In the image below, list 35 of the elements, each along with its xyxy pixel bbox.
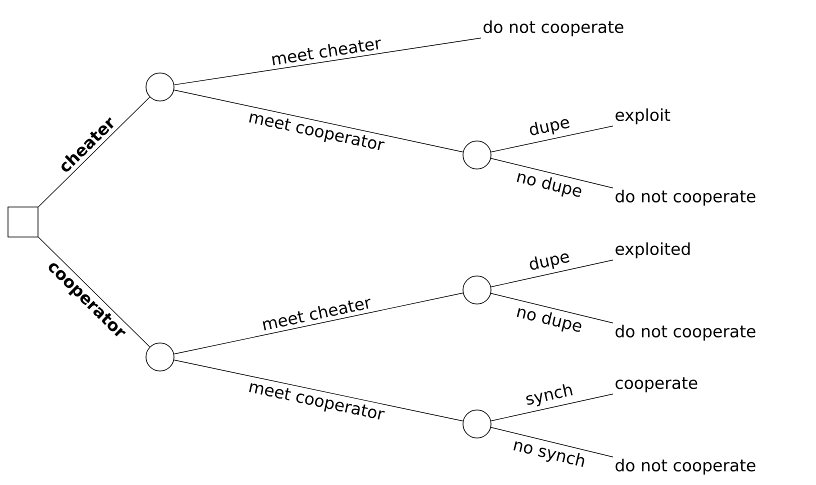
outcome-label: exploit <box>616 108 670 124</box>
edge-label: synch <box>526 384 573 406</box>
branch-line <box>490 158 614 188</box>
edge-label: meet cooperator <box>249 113 385 150</box>
chance-circle <box>462 410 492 438</box>
edge-label: no dupe <box>516 173 582 197</box>
edge-label: no dupe <box>516 308 582 332</box>
edge-label: meet cheater <box>272 40 381 66</box>
branch-line <box>490 394 614 422</box>
edge-label: meet cooperator <box>249 383 385 420</box>
outcome-label: exploited <box>616 242 690 258</box>
outcome-label: do not cooperate <box>616 324 756 341</box>
edge-label: dupe <box>530 253 570 270</box>
branch-line <box>174 38 482 86</box>
branch-line <box>490 126 614 152</box>
branch-line <box>490 293 614 324</box>
outcome-label: do not cooperate <box>616 458 756 475</box>
square-node <box>8 206 38 238</box>
outcome-label: cooperate <box>616 377 698 392</box>
edge-label: dupe <box>530 119 570 136</box>
branch-line <box>490 427 614 458</box>
branch-line <box>174 90 464 152</box>
outcome-label: do not cooperate <box>484 20 624 36</box>
edge-label: meet cheater <box>262 298 370 330</box>
chance-circle <box>462 140 492 170</box>
branch-line <box>38 236 150 348</box>
edge-label: no synch <box>514 441 584 467</box>
outcome-label: do not cooperate <box>616 190 756 206</box>
chance-circle <box>146 342 174 372</box>
branch-line <box>174 292 464 354</box>
chance-circle <box>146 72 174 102</box>
chance-circle <box>462 276 492 304</box>
branch-line <box>38 96 150 208</box>
branch-line <box>490 260 614 288</box>
branch-line <box>174 360 464 422</box>
